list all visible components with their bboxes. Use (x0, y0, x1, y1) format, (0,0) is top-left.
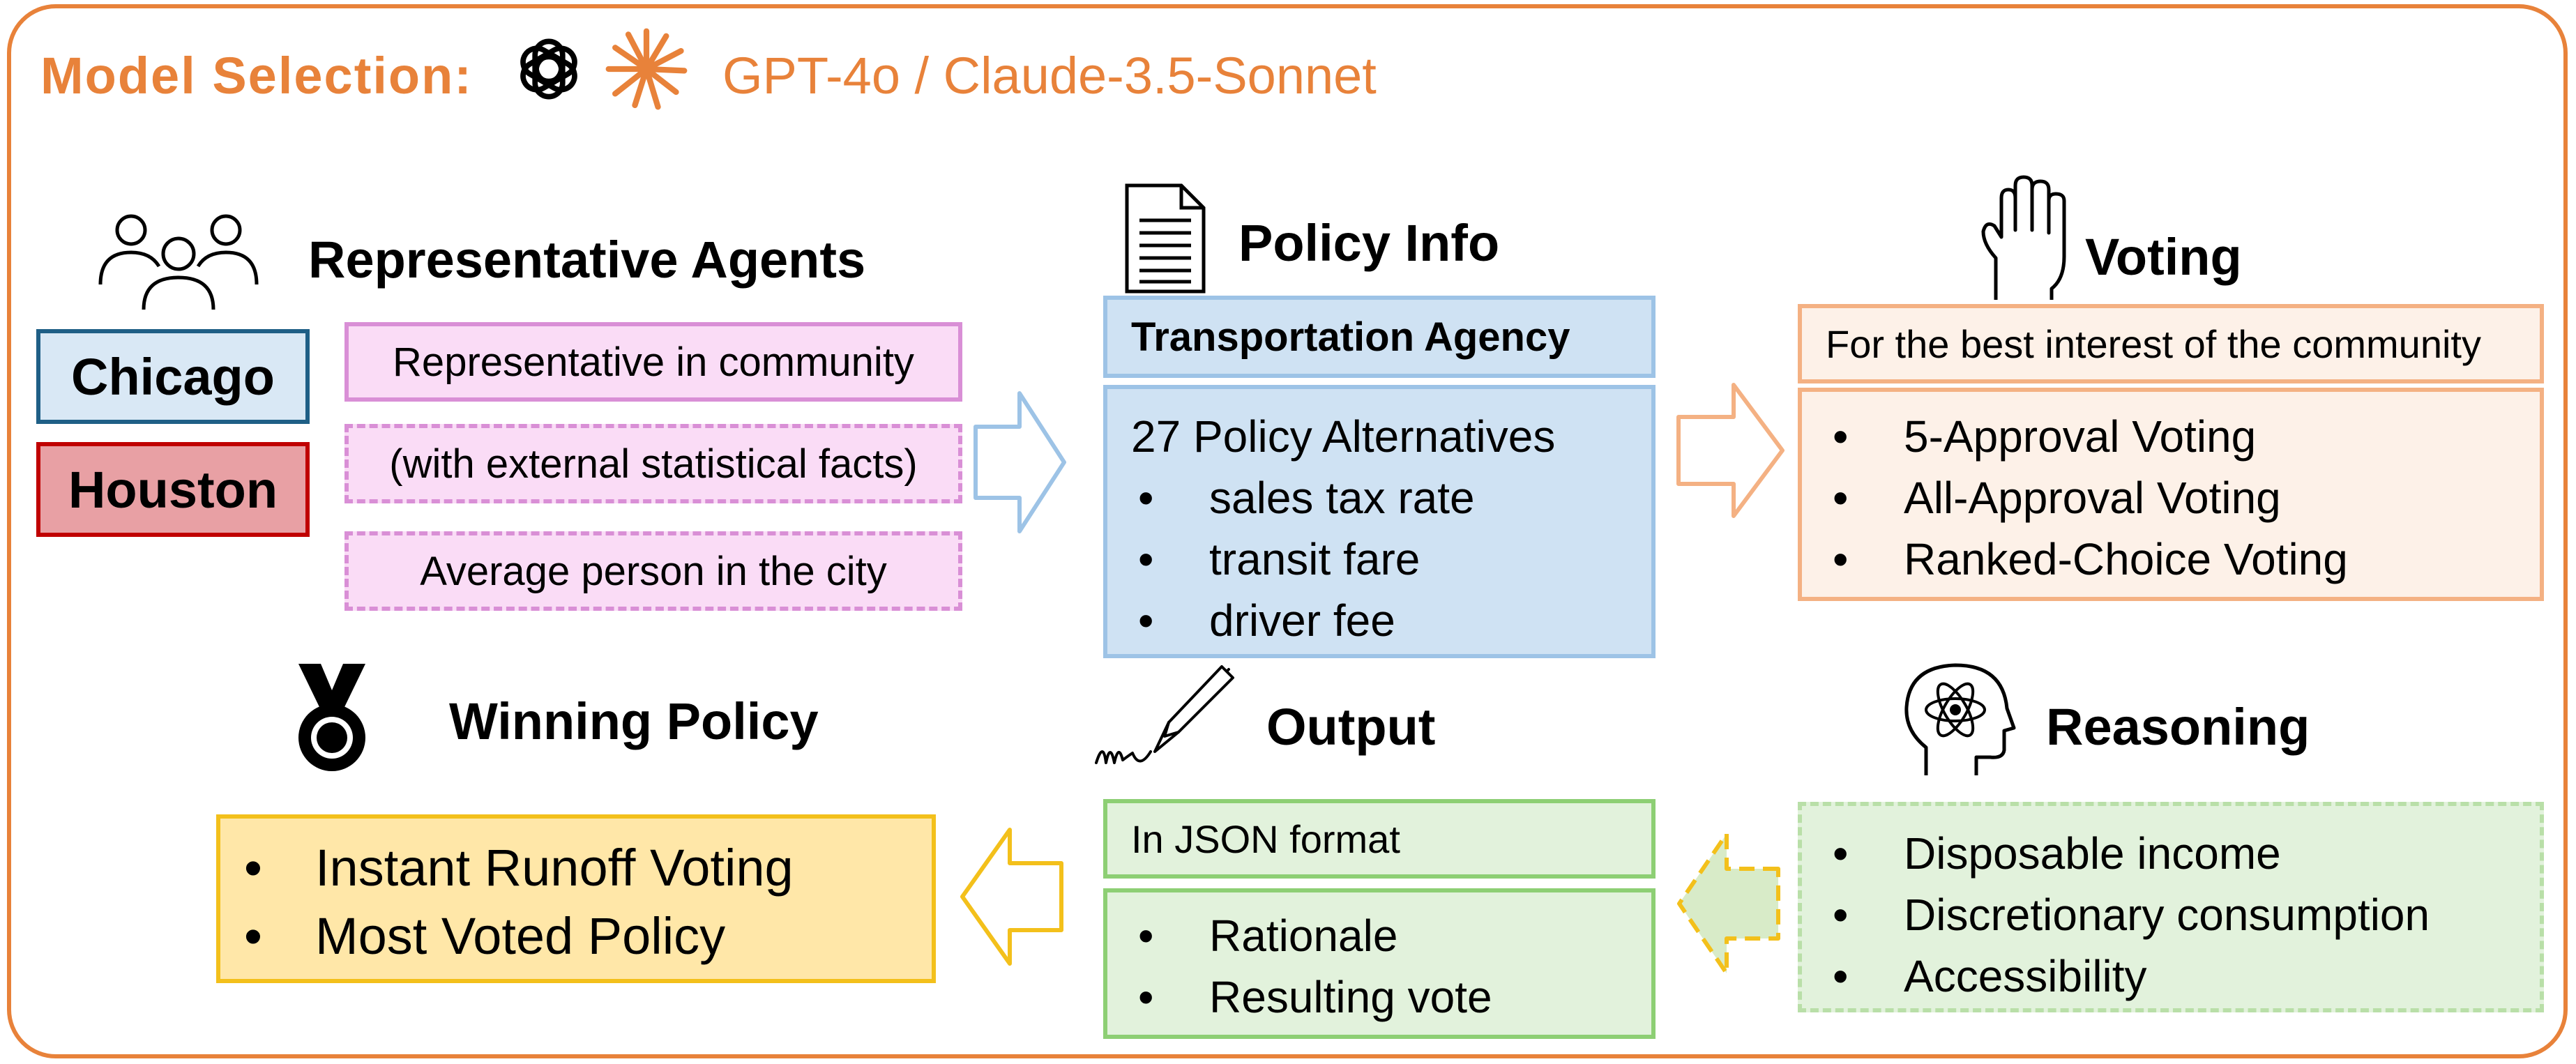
reasoning-item: Discretionary consumption (1826, 884, 2540, 945)
voting-method: Ranked-Choice Voting (1826, 529, 2540, 590)
brain-atom-icon (1898, 661, 2017, 780)
output-items-box: Rationale Resulting vote (1103, 888, 1656, 1039)
arrow-policy-to-voting (1676, 382, 1785, 519)
agent-option-average-person: Average person in the city (344, 531, 962, 611)
output-title: Output (1266, 698, 1436, 756)
reasoning-item: Disposable income (1826, 823, 2540, 884)
pen-signature-icon (1092, 665, 1236, 775)
winning-item: Instant Runoff Voting (237, 834, 932, 902)
policy-item: sales tax rate (1131, 467, 1651, 529)
diagram-frame (7, 4, 2568, 1058)
claude-logo-icon (605, 28, 688, 110)
policy-info-title: Policy Info (1238, 214, 1500, 272)
reasoning-title: Reasoning (2046, 698, 2310, 756)
policy-alternatives-title: 27 Policy Alternatives (1131, 411, 1556, 462)
voting-note: For the best interest of the community (1798, 304, 2544, 383)
openai-logo-icon (510, 31, 587, 107)
agent-option-representative: Representative in community (344, 322, 962, 402)
reasoning-box: Disposable income Discretionary consumpt… (1798, 802, 2544, 1012)
reasoning-item: Accessibility (1826, 945, 2540, 1007)
people-group-icon (95, 208, 262, 312)
model-selection-label: Model Selection: (40, 47, 473, 105)
arrow-agents-to-policy (973, 390, 1067, 534)
voting-methods-box: 5-Approval Voting All-Approval Voting Ra… (1798, 388, 2544, 601)
document-icon (1124, 183, 1206, 294)
city-houston: Houston (36, 442, 310, 537)
city-chicago: Chicago (36, 329, 310, 424)
representative-agents-title: Representative Agents (308, 231, 866, 289)
winning-policy-box: Instant Runoff Voting Most Voted Policy (216, 814, 936, 983)
output-item: Rationale (1131, 905, 1651, 966)
medal-icon (289, 661, 375, 774)
arrow-reasoning-to-output (1676, 831, 1781, 976)
voting-method: 5-Approval Voting (1826, 406, 2540, 467)
output-item: Resulting vote (1131, 966, 1651, 1028)
raised-hand-icon (1978, 174, 2071, 303)
winning-item: Most Voted Policy (237, 902, 932, 971)
policy-alternatives-box: 27 Policy Alternatives sales tax rate tr… (1103, 385, 1656, 658)
policy-item: driver fee (1131, 590, 1651, 651)
voting-method: All-Approval Voting (1826, 467, 2540, 529)
winning-policy-title: Winning Policy (449, 692, 819, 750)
model-selection-value: GPT-4o / Claude-3.5-Sonnet (722, 47, 1377, 105)
policy-item: transit fare (1131, 529, 1651, 590)
arrow-output-to-winning (960, 827, 1064, 966)
voting-title: Voting (2085, 228, 2242, 286)
output-format: In JSON format (1103, 799, 1656, 879)
agent-option-statistical-facts: (with external statistical facts) (344, 424, 962, 503)
policy-agency-label: Transportation Agency (1103, 296, 1656, 378)
